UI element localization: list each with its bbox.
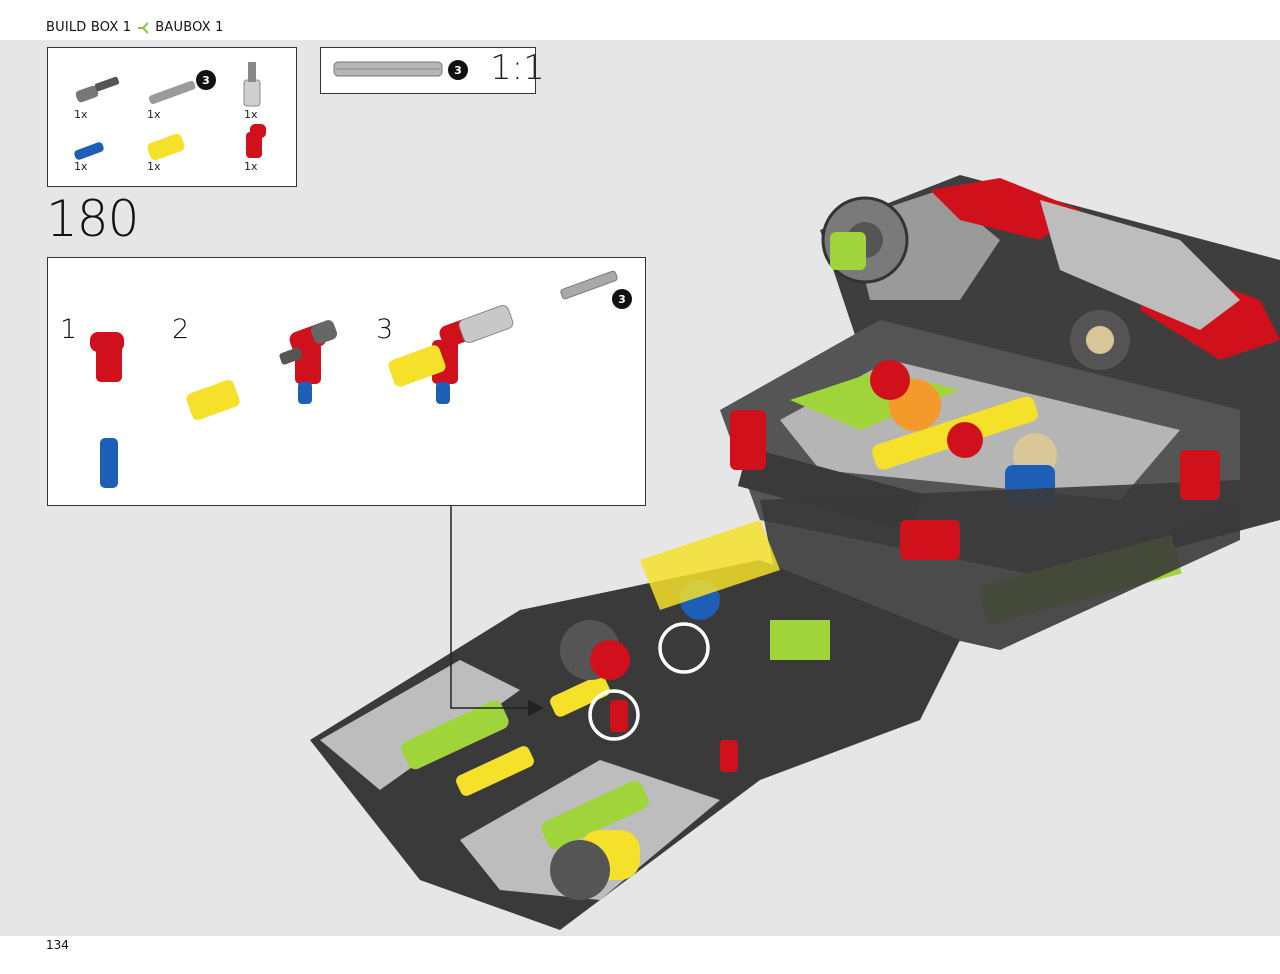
- substep-2-art: [186, 320, 338, 421]
- part-qty: 1x: [147, 160, 161, 173]
- part-qty: 1x: [74, 160, 88, 173]
- axle-3-grey-icon: [148, 80, 196, 105]
- page-number: 134: [46, 938, 69, 952]
- substep-number: 1: [60, 314, 78, 345]
- pin-blue-icon: [74, 142, 104, 160]
- shock-absorber-part-icon: [243, 62, 261, 107]
- part-qty: 1x: [147, 108, 161, 121]
- callout-line: [450, 505, 528, 709]
- highlight-circle: [588, 689, 640, 741]
- substep-number: 3: [376, 314, 394, 345]
- part-qty: 1x: [244, 108, 258, 121]
- callout-badge: 3: [196, 70, 216, 90]
- footer-bar: [0, 936, 1280, 974]
- model-gearbox: [720, 320, 1240, 650]
- highlight-circle: [658, 622, 710, 674]
- angle-connector-red-icon: [246, 124, 266, 158]
- axle-pin-grey-icon: [75, 76, 120, 103]
- substep-3-art: [388, 270, 618, 404]
- sub-assembly-box: [47, 257, 646, 506]
- arrow-split-icon: [138, 21, 149, 34]
- breadcrumb-build-box: BUILD BOX 1: [46, 20, 132, 35]
- substep-1-art: [90, 332, 124, 488]
- callout-badge: 3: [448, 60, 468, 80]
- header-bar: [0, 0, 1280, 40]
- breadcrumb-baubox: BAUBOX 1: [155, 20, 224, 35]
- axle-connector-yellow-icon: [147, 133, 185, 161]
- step-number: 180: [46, 190, 139, 248]
- substep-number: 2: [172, 314, 190, 345]
- callout-badge: 3: [612, 289, 632, 309]
- part-qty: 1x: [74, 108, 88, 121]
- scale-label: 1:1: [490, 48, 545, 88]
- model-front-frame: [310, 520, 960, 930]
- part-qty: 1x: [244, 160, 258, 173]
- breadcrumb: BUILD BOX 1 BAUBOX 1: [46, 20, 224, 35]
- arrow-icon: [528, 700, 544, 716]
